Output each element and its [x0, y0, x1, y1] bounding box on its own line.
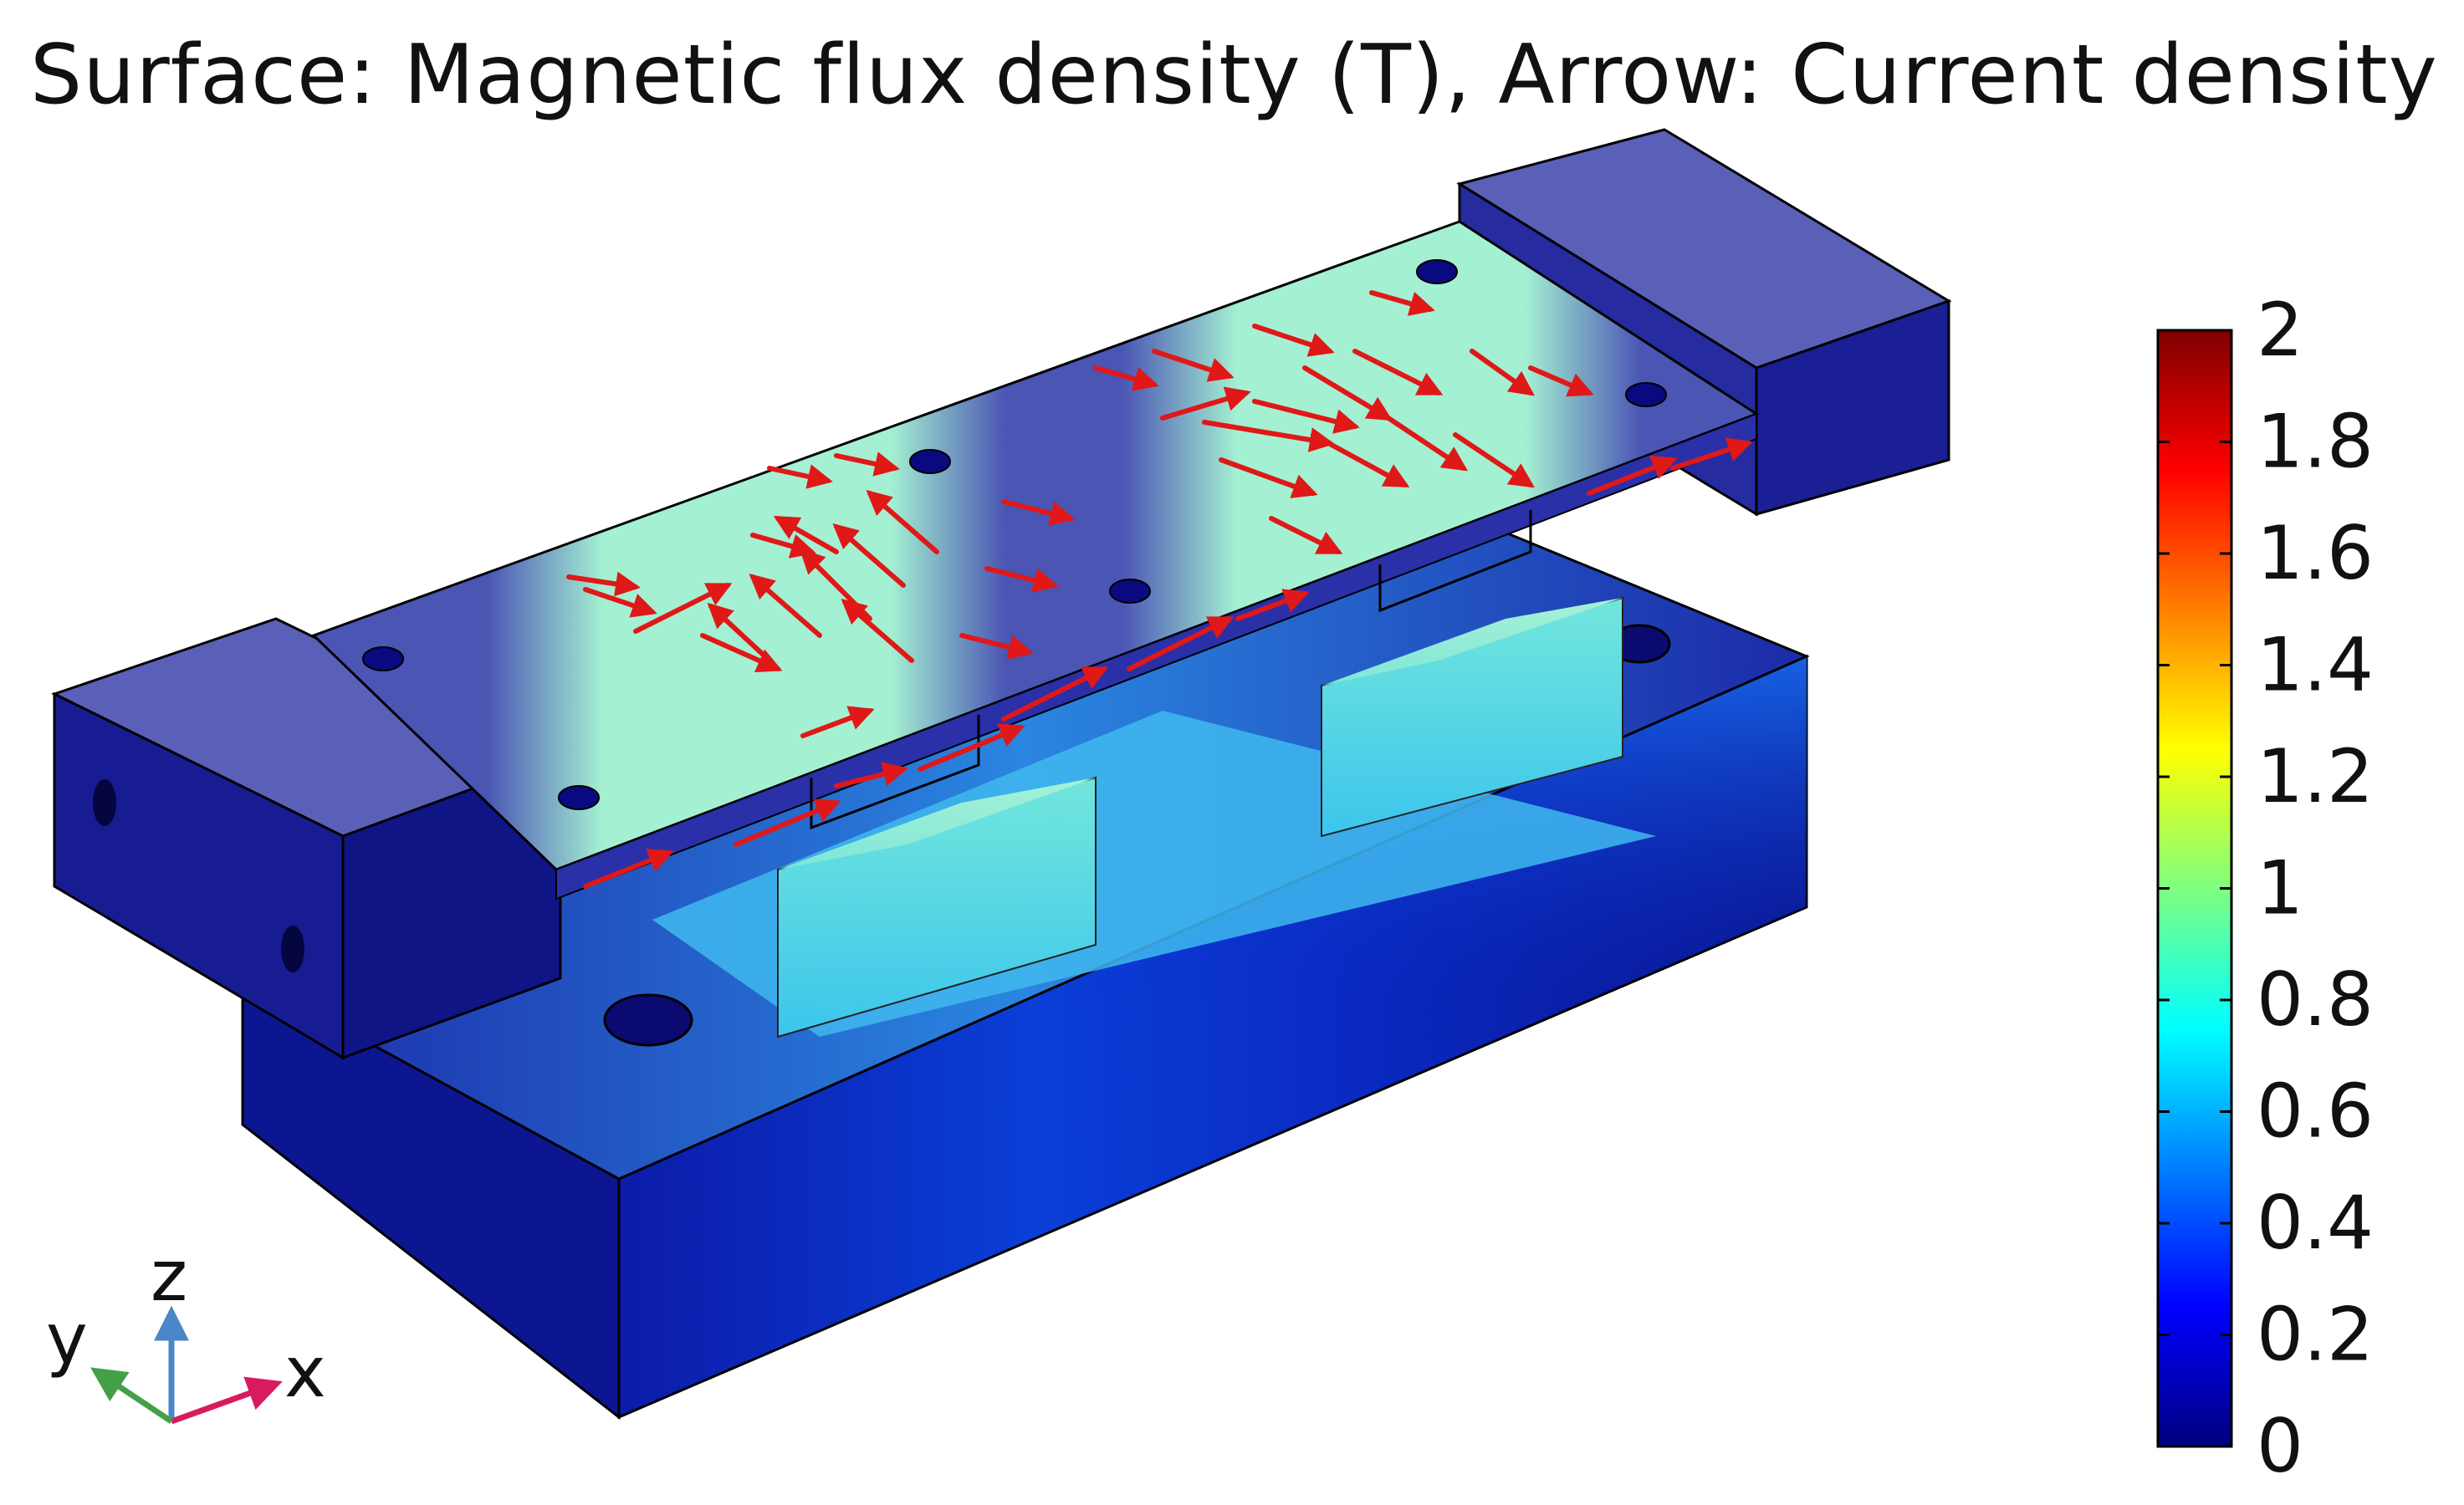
current-arrow: [1587, 455, 1678, 496]
x-axis-label: x: [284, 1331, 326, 1413]
current-arrow: [750, 533, 816, 559]
current-arrow: [1252, 399, 1360, 434]
current-arrow: [1235, 589, 1310, 621]
colorbar-tick-label: 0.2: [2257, 1292, 2374, 1378]
current-arrow: [959, 633, 1034, 660]
colorbar-tick-label: 1.4: [2257, 622, 2374, 708]
colorbar-tick-label: 1.2: [2257, 733, 2374, 819]
current-arrow: [583, 587, 657, 618]
current-arrow: [1152, 349, 1235, 382]
plate-slot: [810, 715, 980, 830]
current-arrow: [1219, 457, 1318, 498]
current-arrow: [1269, 516, 1343, 554]
current-arrow: [1160, 386, 1251, 421]
colorbar: 2 1.8 1.6 1.4 1.2 1 0.8 0.6 0.4 0.2 0: [2156, 287, 2374, 1489]
colorbar-tick-label: 1.6: [2257, 510, 2374, 596]
plot-title: Surface: Magnetic flux density (T), Arro…: [30, 28, 2438, 123]
y-axis-arrow: [90, 1367, 173, 1424]
current-arrow: [1001, 666, 1109, 722]
current-arrow: [1453, 432, 1535, 488]
current-arrow: [918, 723, 1025, 772]
current-arrow: [834, 762, 908, 788]
colorbar-tick-label: 1: [2257, 845, 2303, 931]
current-arrow: [1252, 324, 1335, 357]
colorbar-tick-label: 0: [2257, 1403, 2303, 1489]
current-arrow: [707, 602, 772, 663]
current-arrow: [749, 574, 822, 638]
current-arrow: [1001, 499, 1076, 526]
current-arrow: [1302, 365, 1393, 421]
colorbar-ticks: 2 1.8 1.6 1.4 1.2 1 0.8 0.6 0.4 0.2 0: [2158, 287, 2374, 1489]
plate-hole-icon: [1109, 579, 1151, 604]
current-arrow: [734, 798, 841, 847]
current-arrow: [767, 464, 833, 489]
colorbar-gradient: [2156, 329, 2233, 1448]
current-arrow: [1528, 365, 1594, 397]
end-clamp-left: [51, 617, 564, 1060]
plate-hole-icon: [558, 785, 600, 810]
current-arrow: [1470, 349, 1535, 396]
colorbar-tick-label: 1.8: [2257, 399, 2374, 485]
x-axis-arrow: [170, 1376, 283, 1425]
current-arrow: [1386, 416, 1468, 472]
plate-hole-icon: [1625, 382, 1667, 407]
plate-slot: [1378, 510, 1532, 613]
current-arrow: [1202, 420, 1335, 452]
current-arrow: [633, 583, 733, 634]
base-hole-icon: [603, 993, 693, 1047]
magnet-right: [1321, 596, 1623, 838]
current-density-arrows: [566, 290, 1753, 889]
current-arrow: [800, 706, 875, 738]
colorbar-tick-label: 0.8: [2257, 957, 2374, 1043]
current-arrow: [1352, 349, 1444, 395]
plate-hole-icon: [362, 646, 404, 671]
y-axis-label: y: [46, 1298, 88, 1380]
current-arrow: [1127, 616, 1235, 671]
axis-triad: z x y: [46, 1235, 326, 1425]
plate-hole-icon: [1416, 259, 1458, 284]
current-arrow: [832, 523, 906, 588]
colorbar-tick-label: 0.6: [2257, 1069, 2374, 1155]
plate-hole-icon: [909, 449, 951, 474]
current-arrow: [834, 452, 900, 477]
current-arrow: [1311, 432, 1410, 487]
clamp-hole-icon: [281, 926, 304, 972]
current-arrow: [583, 848, 674, 889]
current-arrow: [1093, 365, 1159, 391]
z-axis-label: z: [151, 1235, 187, 1317]
current-arrow: [1369, 290, 1435, 316]
current-arrow: [566, 571, 641, 597]
clamp-hole-icon: [93, 779, 116, 826]
colorbar-tick-label: 2: [2257, 287, 2303, 373]
current-arrow: [1670, 437, 1753, 471]
current-arrow: [841, 599, 914, 663]
current-arrow: [866, 490, 939, 554]
magnet-left: [777, 776, 1097, 1038]
current-arrow: [984, 566, 1059, 593]
current-arrow: [700, 633, 783, 672]
colorbar-tick-label: 0.4: [2257, 1180, 2374, 1266]
